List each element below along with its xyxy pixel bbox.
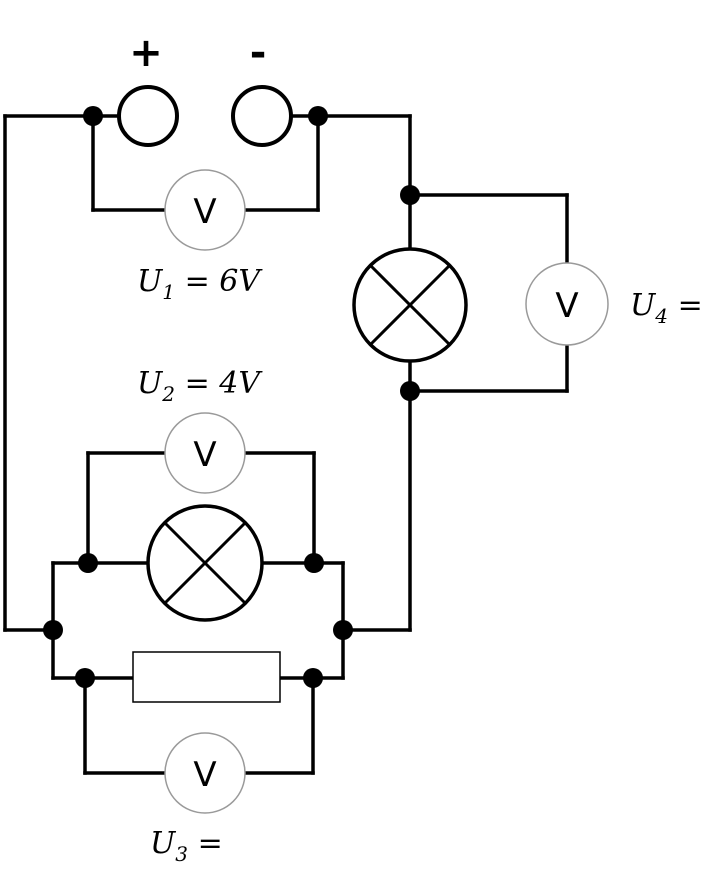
battery-plus-label: + bbox=[129, 30, 163, 76]
battery: + - bbox=[117, 30, 293, 147]
label-u4: U4 = bbox=[630, 288, 703, 328]
label-u4-sub: 4 bbox=[654, 304, 668, 328]
voltmeter-v1-body bbox=[164, 169, 246, 251]
voltmeter-v3: V bbox=[164, 732, 246, 814]
label-u1: U1 = 6V bbox=[137, 264, 263, 304]
node-right-rail bbox=[333, 620, 353, 640]
voltmeter-v2-body bbox=[164, 412, 246, 494]
label-u2: U2 = 4V bbox=[137, 366, 263, 406]
label-u2-sub: 2 bbox=[161, 382, 175, 406]
lamp-right-cross-b bbox=[368, 263, 452, 347]
voltmeter-v4-body bbox=[525, 262, 609, 346]
label-u1-rest: = 6V bbox=[175, 264, 263, 299]
label-u4-var: U bbox=[630, 288, 657, 323]
battery-negative-terminal bbox=[231, 85, 293, 147]
lamp-bottom-cross-b bbox=[163, 521, 247, 605]
voltmeter-v4-symbol: V bbox=[555, 286, 578, 326]
battery-positive-terminal bbox=[117, 85, 179, 147]
voltmeter-v1: V bbox=[164, 169, 246, 251]
label-u3: U3 = bbox=[150, 826, 223, 866]
junction-nodes bbox=[43, 106, 420, 688]
node-lamp-right-top bbox=[400, 185, 420, 205]
node-battery-right bbox=[308, 106, 328, 126]
node-lamp-right-bottom bbox=[400, 381, 420, 401]
voltmeter-v3-symbol: V bbox=[193, 755, 216, 795]
label-u3-var: U bbox=[150, 826, 177, 861]
voltmeter-v4: V bbox=[525, 262, 609, 346]
label-u1-sub: 1 bbox=[162, 280, 175, 304]
label-u3-sub: 3 bbox=[175, 842, 188, 866]
resistor bbox=[132, 651, 281, 703]
lamp-bottom bbox=[146, 504, 264, 622]
voltmeter-v2: V bbox=[164, 412, 246, 494]
node-lamp-bottom-left bbox=[78, 553, 98, 573]
node-battery-left bbox=[83, 106, 103, 126]
voltmeter-v1-symbol: V bbox=[193, 192, 216, 232]
label-u4-rest: = bbox=[668, 288, 703, 323]
voltmeter-v2-symbol: V bbox=[193, 435, 216, 475]
label-u1-var: U bbox=[137, 264, 164, 299]
label-u3-rest: = bbox=[188, 826, 223, 861]
node-resistor-right bbox=[303, 668, 323, 688]
voltmeter-v3-body bbox=[164, 732, 246, 814]
node-left-rail bbox=[43, 620, 63, 640]
lamp-right bbox=[352, 247, 468, 363]
node-resistor-left bbox=[75, 668, 95, 688]
label-u2-rest: = 4V bbox=[175, 366, 263, 401]
label-u2-var: U bbox=[137, 366, 164, 401]
node-lamp-bottom-right bbox=[304, 553, 324, 573]
battery-minus-label: - bbox=[250, 30, 267, 76]
